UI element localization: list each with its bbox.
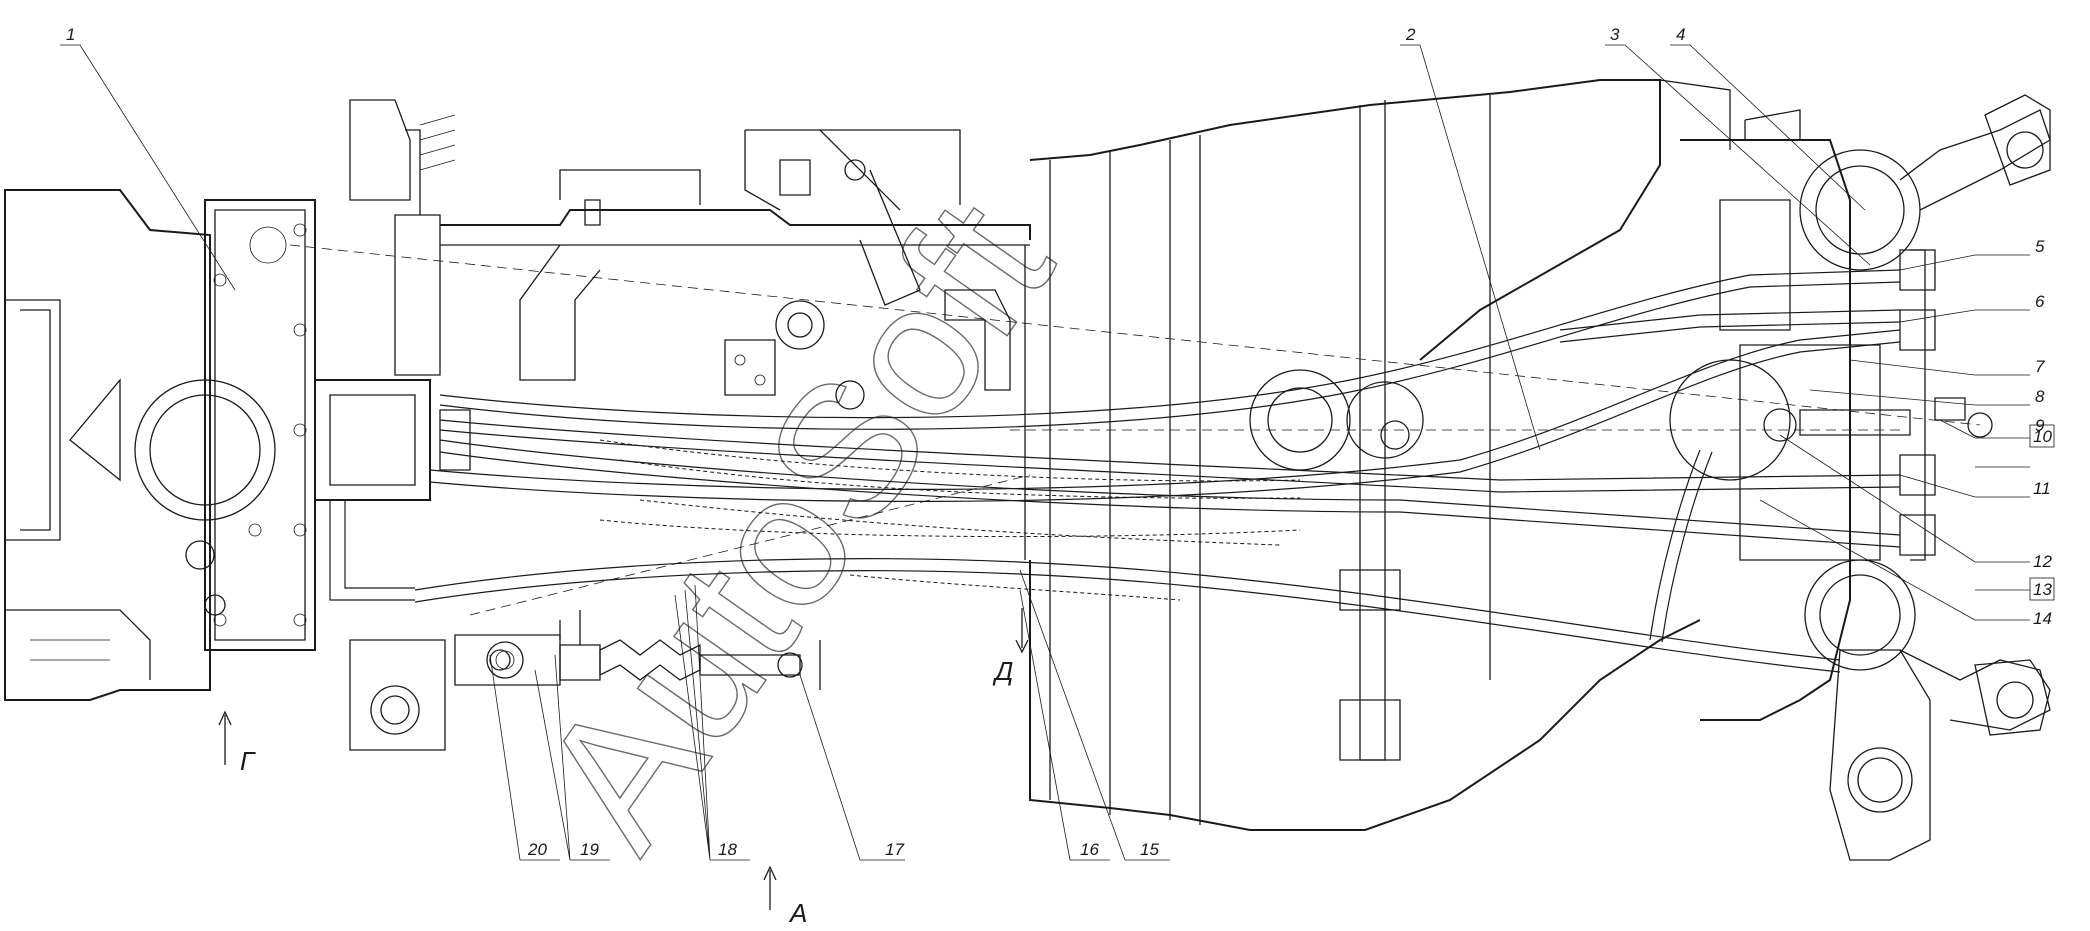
callout-19: 19	[580, 840, 599, 859]
callout-7: 7	[2035, 357, 2045, 376]
pump-plate	[134, 199, 316, 651]
view-label-g: Г	[240, 746, 256, 776]
callout-13: 13	[2033, 580, 2052, 599]
callout-1: 1	[66, 25, 75, 44]
watermark-text: AutoSoft	[500, 165, 1092, 884]
callout-16: 16	[1080, 840, 1099, 859]
callout-17: 17	[885, 840, 904, 859]
callout-12: 12	[2033, 552, 2052, 571]
callout-9: 9	[2035, 416, 2045, 435]
centre-lines	[289, 244, 1981, 616]
callout-6: 6	[2035, 292, 2045, 311]
callout-20: 20	[527, 840, 547, 859]
callout-14: 14	[2033, 609, 2052, 628]
view-label-d: Д	[992, 656, 1013, 686]
rear-casing	[1029, 79, 1731, 831]
valve-block	[314, 114, 471, 501]
callout-labels: 1 2 3 4 5 6 7 8 9 10 11 12 13 14 15 16 1…	[66, 25, 2052, 859]
couplers	[1763, 249, 1993, 556]
rear-mount	[1669, 94, 2051, 861]
callout-5: 5	[2035, 237, 2045, 256]
callout-10: 10	[2033, 427, 2052, 446]
middle-frame	[440, 129, 1031, 560]
callout-8: 8	[2035, 387, 2045, 406]
callout-15: 15	[1140, 840, 1159, 859]
view-label-a: А	[788, 898, 807, 928]
callout-2: 2	[1405, 25, 1416, 44]
callout-3: 3	[1610, 25, 1620, 44]
callout-18: 18	[718, 840, 737, 859]
view-markers: Г А Д	[218, 608, 1029, 928]
callout-leaders	[60, 44, 2055, 861]
callout-4: 4	[1676, 25, 1685, 44]
left-housing	[4, 189, 211, 701]
hoses	[329, 269, 1901, 673]
callout-11: 11	[2033, 479, 2051, 498]
